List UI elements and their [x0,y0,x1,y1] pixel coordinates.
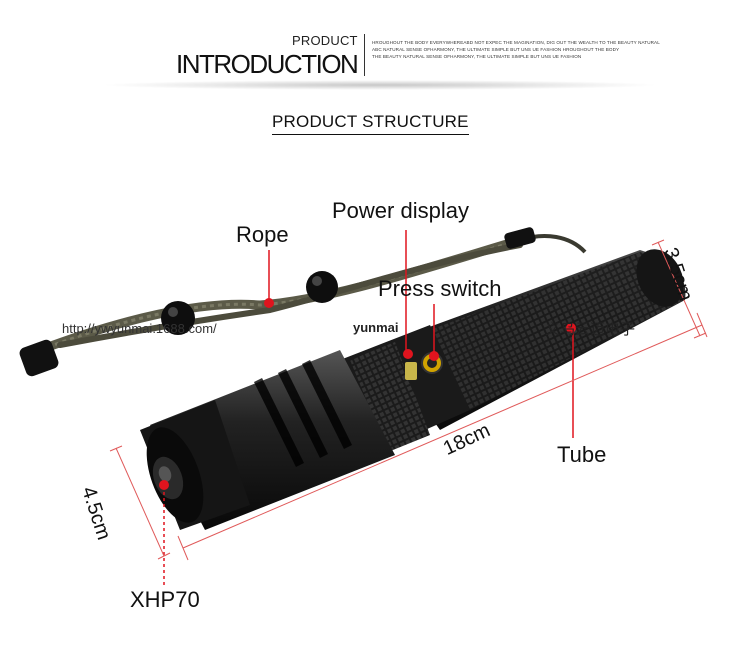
header-product: PRODUCT [292,33,358,48]
dimension-lines [109,239,708,561]
section-title: PRODUCT STRUCTURE [272,112,469,135]
header-description-line: ABC NATURAL SENSE OFHARMONY, THE ULTIMAT… [372,47,620,52]
label-tube: Tube [557,442,607,467]
header-description-line: THE BEAUTY NATURAL SENSE OFHARMONY, THE … [372,54,582,59]
label-xhp70: XHP70 [130,587,200,612]
header-description: HROUGHOUT THE BODY EVERYWHEREABD NOT EXP… [372,39,660,60]
label-power-display: Power display [332,198,469,223]
rope-marker [264,298,274,308]
header-introduction: INTRODUCTION [176,49,359,79]
press-switch-marker [429,351,439,361]
rope-lanyard [19,227,587,377]
label-rope: Rope [236,222,289,247]
header-description-line: HROUGHOUT THE BODY EVERYWHEREABD NOT EXP… [372,40,660,45]
watermark-chinese: 义乌云迈电子 [545,321,636,338]
flashlight-body [140,249,686,530]
header-shadow [100,80,660,90]
tube-marker [566,323,576,333]
watermark-brand: yunmai [353,320,399,335]
header-divider [364,34,365,76]
watermark-url: http://ywyunmai.1688.com/ [62,321,217,336]
power-display-marker [403,349,413,359]
annotation-markers [159,230,576,585]
xhp70-marker [159,480,169,490]
label-press-switch: Press switch [378,276,502,301]
